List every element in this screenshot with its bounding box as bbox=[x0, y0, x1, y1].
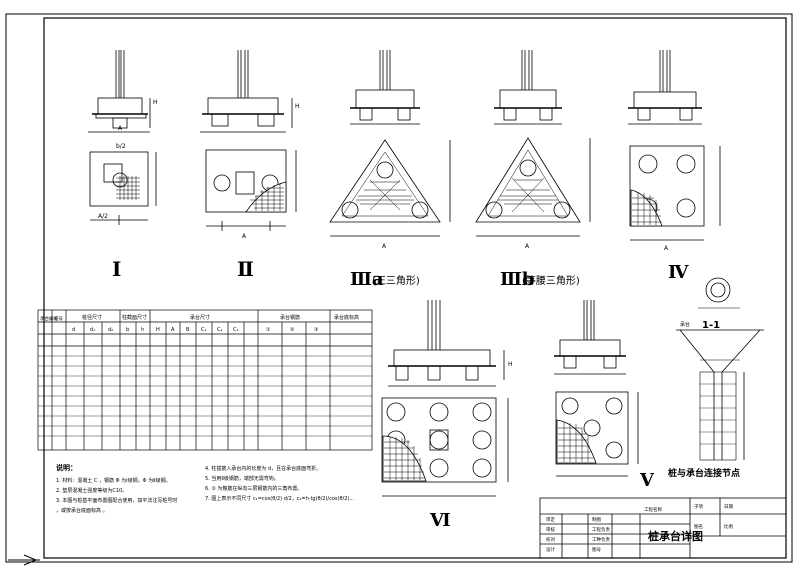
note-left-3: 3. 本图与桩基平面布置图配合使用，如平法注写桩号时 bbox=[56, 497, 177, 504]
tb-cell-approve: 审定 bbox=[546, 516, 555, 523]
type3a-dim-a: A bbox=[382, 243, 387, 250]
tb-cell-subitem: 子项 bbox=[694, 503, 703, 510]
title-block-cells: 审定 审核 校对 设计 制图 工程负责 工种负责 图号 日期 比例 工程名称 子… bbox=[546, 503, 733, 553]
subheader-bar1: ① bbox=[266, 327, 271, 333]
tb-cell-design: 设计 bbox=[546, 546, 555, 553]
type2-dim-a: A bbox=[242, 233, 247, 240]
tb-cell-date: 日期 bbox=[724, 504, 733, 510]
drawing-title: 桩承台详图 bbox=[648, 529, 703, 543]
type4-cap-detail bbox=[628, 50, 721, 241]
type3b-note: (等腰三角形) bbox=[522, 274, 580, 287]
subheader-d2: d₂ bbox=[108, 327, 113, 333]
type3b-cap-detail bbox=[475, 50, 591, 237]
subheader-d1: d₁ bbox=[90, 327, 95, 333]
subheader-H: H bbox=[156, 327, 160, 333]
tb-cell-draw: 制图 bbox=[592, 516, 601, 523]
tb-cell-scale: 比例 bbox=[724, 523, 733, 530]
tb-cell-check: 校对 bbox=[546, 536, 555, 543]
type6-dim-h: H bbox=[508, 361, 513, 368]
tb-cell-project-name: 工程名称 bbox=[644, 506, 662, 513]
type1-dim-b2: b/2 bbox=[116, 143, 126, 150]
type3a-cap-detail bbox=[329, 50, 451, 237]
type1-dim-a2: A/2 bbox=[98, 213, 108, 220]
sheet-inner-border bbox=[43, 17, 787, 559]
type1-dim-h: H bbox=[153, 99, 158, 106]
type3a-note: (正三角形) bbox=[372, 275, 420, 287]
type2-dim-h: H bbox=[295, 103, 300, 110]
type1-dim-a: A bbox=[118, 125, 123, 132]
subheader-B: B bbox=[186, 327, 190, 333]
type3b-label: Ⅲb bbox=[500, 269, 535, 290]
note-left-1: 1. 材料：混凝土 C ，钢筋 Φ 为Ⅰ级钢，Φ 为Ⅱ级钢。 bbox=[56, 477, 171, 484]
note-right-3: 6. ③ 为箍筋在纵向三层钢筋内的三角布置。 bbox=[205, 485, 302, 492]
type4-label: Ⅳ bbox=[668, 262, 689, 283]
table-header-cap-rebar: 承台钢筋 bbox=[280, 314, 300, 321]
table-header-cap-id: 承台编号 bbox=[40, 315, 58, 322]
pile-connection-detail bbox=[676, 277, 764, 461]
tb-cell-project-lead: 工程负责 bbox=[592, 526, 610, 533]
type2-label: Ⅱ bbox=[237, 257, 254, 281]
type1-cap-detail bbox=[88, 50, 157, 225]
type2-cap-detail bbox=[200, 50, 297, 231]
section-1-1-label: 1-1 bbox=[702, 320, 720, 331]
table-header-pile-no: 桩号 bbox=[54, 315, 63, 322]
type4-dim-a: A bbox=[664, 245, 669, 252]
note-right-4: 7. 图上表示不同尺寸 c₁=cos(θ/2)·d/2，c₂=h·tg(θ/2)… bbox=[205, 495, 355, 502]
table-header-cap-elev: 承台底标高 bbox=[334, 314, 359, 321]
tb-cell-review: 审核 bbox=[546, 526, 555, 533]
type3a-label: Ⅲa bbox=[350, 269, 384, 290]
note-left-4: ，或按承台底面标高 。 bbox=[56, 507, 108, 514]
pile-connection-note: 桩与承台连接节点 bbox=[668, 467, 740, 479]
table-header-column-size: 柱截面尺寸 bbox=[122, 314, 147, 321]
tb-cell-drawing-no: 图号 bbox=[592, 547, 601, 553]
sheet-outer-border bbox=[5, 13, 793, 563]
subheader-c2: C₂ bbox=[217, 327, 223, 333]
type1-label: Ⅰ bbox=[112, 257, 121, 281]
tb-cell-discipline-lead: 工种负责 bbox=[592, 536, 610, 543]
subheader-A: A bbox=[171, 327, 175, 333]
type6-label: Ⅵ bbox=[429, 510, 451, 531]
table-subheaders: d d₁ d₂ b h H A B C₁ C₂ C₃ ① ② ③ bbox=[72, 327, 318, 333]
table-header-pile-dia: 桩径尺寸 bbox=[82, 314, 102, 321]
subheader-bar3: ③ bbox=[314, 327, 318, 333]
cap-callout: 承台 bbox=[680, 321, 690, 328]
subheader-c3: C₃ bbox=[233, 327, 239, 333]
type5-label: Ⅴ bbox=[639, 470, 655, 491]
table-header-cap-size: 承台尺寸 bbox=[190, 314, 210, 321]
subheader-bar2: ② bbox=[290, 327, 295, 333]
type3b-dim-a: A bbox=[525, 243, 530, 250]
type5-cap-detail bbox=[554, 300, 639, 477]
title-block bbox=[539, 497, 787, 559]
subheader-d: d bbox=[72, 327, 75, 333]
note-right-1: 4. 柱插筋入承台内的长度为 d，且在承台底面弯折。 bbox=[205, 465, 321, 472]
note-right-2: 5. 当用Ⅱ级钢筋，端部无需弯钩。 bbox=[205, 475, 279, 482]
notes-heading: 说明： bbox=[56, 463, 77, 472]
corner-arrow-marks bbox=[8, 554, 40, 566]
note-left-2: 2. 垫层混凝土强度等级为C10。 bbox=[56, 487, 127, 494]
subheader-b: b bbox=[126, 327, 129, 333]
tb-cell-drawing-title: 图名 bbox=[694, 523, 703, 530]
subheader-c1: C₁ bbox=[201, 327, 207, 333]
cap-schedule-table bbox=[37, 309, 373, 451]
subheader-h: h bbox=[141, 327, 144, 333]
type6-cap-detail bbox=[381, 300, 509, 497]
